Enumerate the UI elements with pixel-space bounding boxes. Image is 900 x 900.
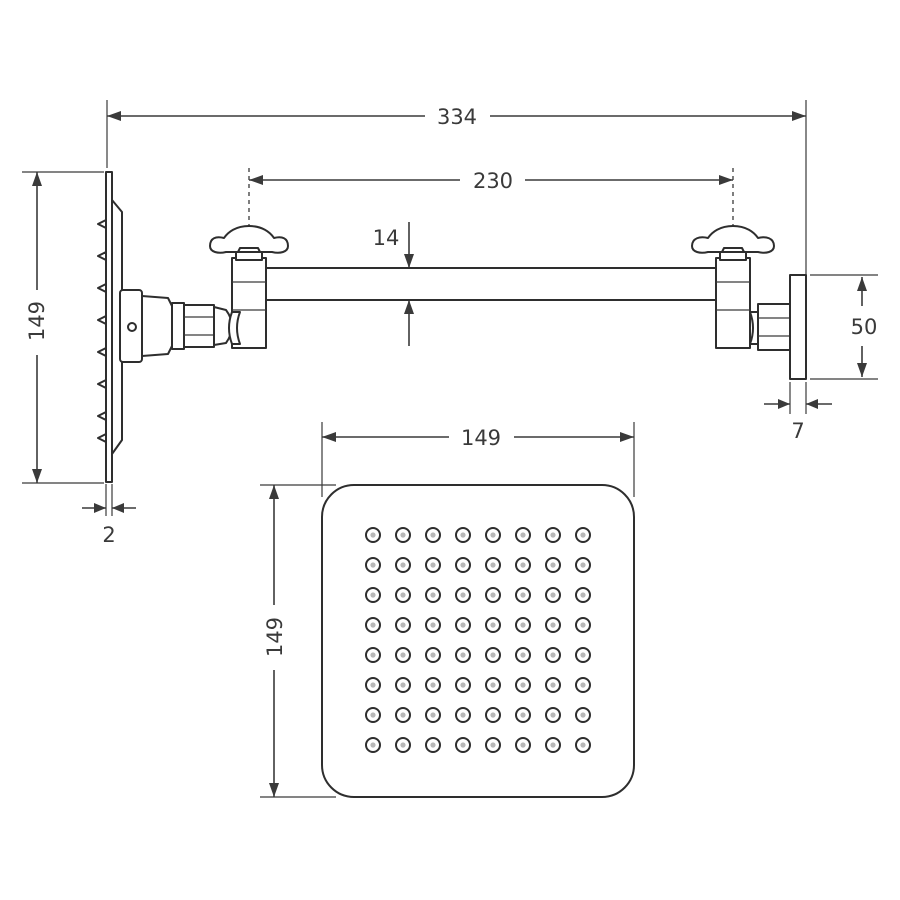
nozzle-hole <box>580 682 586 688</box>
nozzle-hole <box>460 652 466 658</box>
nozzle-hole <box>400 562 406 568</box>
adjustable-shower-arm <box>209 225 807 380</box>
nozzle-hole <box>370 682 376 688</box>
nozzle-hole <box>430 592 436 598</box>
dimension-flange-diameter: 50 <box>810 274 878 380</box>
side-nozzles <box>97 219 107 443</box>
nozzle-hole <box>460 562 466 568</box>
nozzle-hole <box>520 742 526 748</box>
nozzle-hole <box>550 712 556 718</box>
flange-thickness-label: 7 <box>791 419 804 443</box>
nozzle-hole <box>370 532 376 538</box>
nozzle-hole <box>580 622 586 628</box>
nozzle-hole <box>430 562 436 568</box>
left-swivel-joint <box>209 225 289 349</box>
dimension-head-height-side: 149 <box>22 171 104 484</box>
nozzle-grid <box>365 527 591 753</box>
nozzle-hole <box>550 532 556 538</box>
head-height-top-label: 149 <box>263 617 287 657</box>
arm-diameter-label: 14 <box>373 226 400 250</box>
nozzle-hole <box>400 592 406 598</box>
shower-head-side-view <box>97 171 233 483</box>
nozzle-hole <box>490 682 496 688</box>
nozzle-hole <box>490 712 496 718</box>
nozzle-hole <box>370 742 376 748</box>
arm-center-distance-label: 230 <box>473 169 513 193</box>
right-swivel-joint <box>691 225 791 351</box>
nozzle-hole <box>520 652 526 658</box>
nozzle-hole <box>520 532 526 538</box>
nozzle-hole <box>400 682 406 688</box>
nozzle-hole <box>460 712 466 718</box>
nozzle-hole <box>430 682 436 688</box>
nozzle-hole <box>430 712 436 718</box>
shower-head-face-view <box>321 484 635 798</box>
nozzle-hole <box>550 682 556 688</box>
nozzle-hole <box>460 742 466 748</box>
nozzle-hole <box>580 532 586 538</box>
dimension-arm-diameter: 14 <box>373 222 414 346</box>
nozzle-hole <box>430 532 436 538</box>
nozzle-hole <box>460 682 466 688</box>
nozzle-hole <box>370 652 376 658</box>
nozzle-hole <box>490 652 496 658</box>
nozzle-hole <box>580 592 586 598</box>
nozzle-hole <box>370 562 376 568</box>
nozzle-hole <box>400 622 406 628</box>
nozzle-hole <box>460 592 466 598</box>
nozzle-hole <box>580 562 586 568</box>
nozzle-hole <box>550 742 556 748</box>
nozzle-hole <box>490 592 496 598</box>
head-height-side-label: 149 <box>25 301 49 341</box>
nozzle-hole <box>490 532 496 538</box>
nozzle-hole <box>520 712 526 718</box>
dimension-head-thickness: 2 <box>82 484 136 547</box>
dimension-flange-thickness: 7 <box>764 382 832 443</box>
nozzle-hole <box>430 622 436 628</box>
nozzle-hole <box>400 742 406 748</box>
nozzle-hole <box>580 742 586 748</box>
nozzle-hole <box>550 592 556 598</box>
wall-flange <box>789 274 807 380</box>
nozzle-hole <box>430 652 436 658</box>
nozzle-hole <box>430 742 436 748</box>
nozzle-hole <box>580 652 586 658</box>
nozzle-hole <box>550 622 556 628</box>
nozzle-hole <box>370 712 376 718</box>
dimension-head-height-top: 149 <box>260 484 336 798</box>
dimension-head-width-top: 149 <box>321 422 635 497</box>
head-thickness-label: 2 <box>102 523 115 547</box>
nozzle-hole <box>520 682 526 688</box>
nozzle-hole <box>520 622 526 628</box>
nozzle-hole <box>400 532 406 538</box>
nozzle-hole <box>370 592 376 598</box>
dimension-arm-center-distance: 230 <box>248 168 734 350</box>
flange-diameter-label: 50 <box>851 315 878 339</box>
nozzle-hole <box>370 622 376 628</box>
head-width-top-label: 149 <box>461 426 501 450</box>
nozzle-hole <box>520 592 526 598</box>
dimension-overall-length: 334 <box>106 100 807 275</box>
nozzle-hole <box>550 562 556 568</box>
nozzle-hole <box>490 622 496 628</box>
nozzle-hole <box>460 622 466 628</box>
nozzle-hole <box>460 532 466 538</box>
nozzle-hole <box>520 562 526 568</box>
nozzle-hole <box>400 652 406 658</box>
nozzle-hole <box>490 562 496 568</box>
nozzle-hole <box>550 652 556 658</box>
nozzle-hole <box>580 712 586 718</box>
nozzle-hole <box>490 742 496 748</box>
nozzle-hole <box>400 712 406 718</box>
overall-length-label: 334 <box>437 105 477 129</box>
